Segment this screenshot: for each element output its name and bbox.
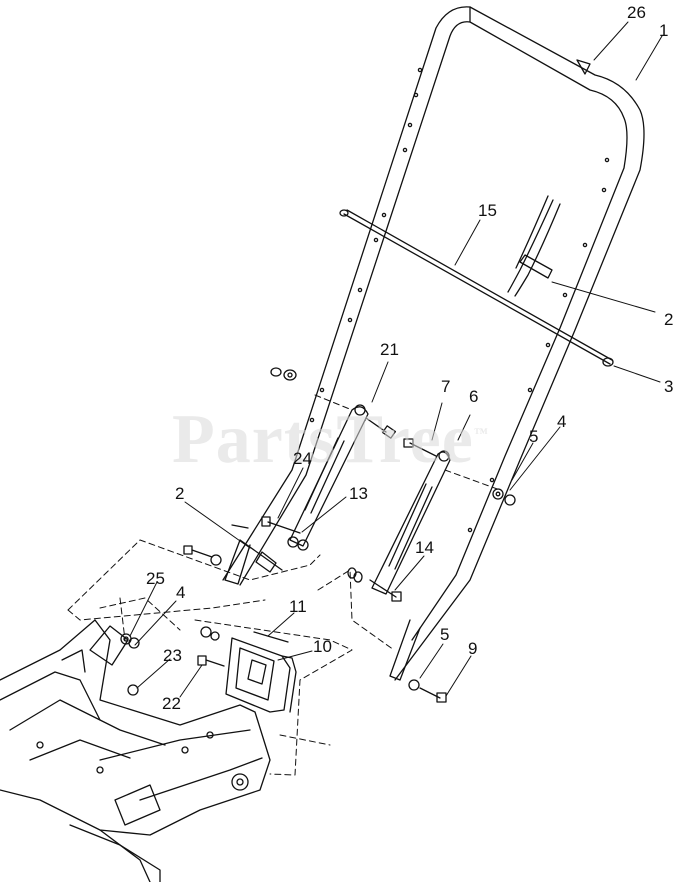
- callout-23: 23: [163, 646, 182, 665]
- mower-deck-housing: [0, 619, 271, 882]
- callout-3: 3: [664, 377, 674, 396]
- callout-10: 10: [313, 637, 332, 656]
- callout-11: 11: [289, 597, 307, 616]
- callout-7: 7: [441, 377, 451, 396]
- cable-rod-part: [339, 195, 614, 367]
- assembly-guide-lines: [67, 394, 501, 776]
- callout-9: 9: [468, 639, 478, 658]
- callout-15: 15: [478, 201, 497, 220]
- watermark-text: PartsTree™: [172, 400, 489, 480]
- callout-13: 13: [349, 484, 368, 503]
- handle-bracket-part: [225, 637, 297, 713]
- callout-2-clip: 2: [664, 310, 674, 329]
- hardware-parts: [120, 367, 516, 703]
- handle-part: [222, 6, 645, 681]
- callout-4-upper: 4: [557, 412, 567, 431]
- callout-26: 26: [627, 3, 646, 22]
- callout-22: 22: [162, 694, 181, 713]
- callout-21: 21: [380, 340, 399, 359]
- watermark-name: PartsTree: [172, 401, 474, 478]
- callout-leader-lines: [129, 21, 663, 698]
- callout-2-lower: 2: [175, 484, 185, 503]
- callout-5-lower: 5: [440, 625, 450, 644]
- callout-4-lower: 4: [176, 583, 186, 602]
- callout-5-upper: 5: [529, 427, 539, 446]
- callout-1: 1: [659, 21, 669, 40]
- callout-24: 24: [293, 449, 312, 468]
- callout-6: 6: [469, 387, 479, 406]
- callout-14: 14: [415, 538, 434, 557]
- pivot-link-parts: [289, 404, 451, 595]
- callout-25: 25: [146, 569, 165, 588]
- watermark-trademark: ™: [473, 426, 489, 442]
